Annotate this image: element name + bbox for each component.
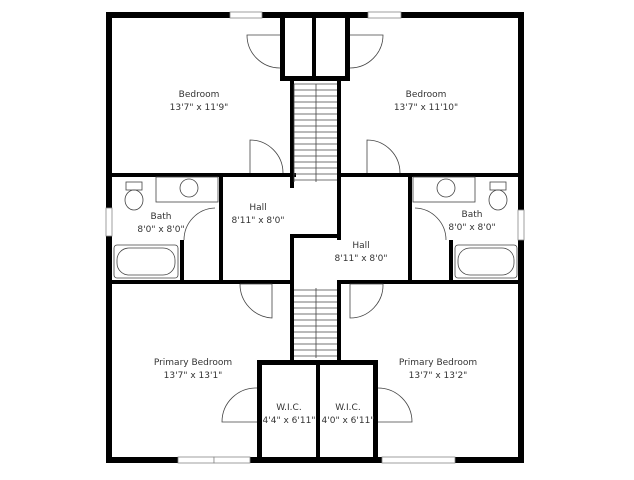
room-size: 13'7" x 13'2" (409, 371, 468, 381)
sink-counter (412, 176, 476, 203)
room-name: Primary Bedroom (399, 358, 477, 368)
sink-icon (179, 178, 199, 198)
room-size: 8'11" x 8'0" (232, 216, 285, 226)
room-name: Bedroom (179, 90, 220, 100)
doors (183, 34, 447, 423)
room-size: 8'0" x 8'0" (137, 225, 184, 235)
bathtub-icon (113, 244, 179, 279)
room-labels: Bedroom 13'7" x 11'9" Bedroom 13'7" x 11… (137, 90, 495, 426)
bathtub-icon (454, 244, 518, 279)
room-name: W.I.C. (276, 403, 301, 413)
room-size: 4'0" x 6'11" (322, 416, 375, 426)
room-size: 4'4" x 6'11" (263, 416, 316, 426)
walls (106, 12, 524, 463)
fixtures (113, 176, 518, 279)
toilet-icon (489, 181, 507, 191)
room-size: 8'11" x 8'0" (335, 254, 388, 264)
room-name: Hall (249, 203, 266, 213)
room-name: W.I.C. (335, 403, 360, 413)
room-name: Bath (151, 212, 172, 222)
stairs (293, 83, 337, 358)
room-name: Bath (462, 210, 483, 220)
room-size: 13'7" x 13'1" (164, 371, 223, 381)
room-name: Bedroom (406, 90, 447, 100)
room-size: 13'7" x 11'10" (394, 103, 458, 113)
room-name: Hall (352, 241, 369, 251)
toilet-icon (125, 181, 143, 191)
sink-icon (436, 178, 456, 198)
room-size: 8'0" x 8'0" (448, 223, 495, 233)
room-size: 13'7" x 11'9" (170, 103, 229, 113)
sink-counter (155, 176, 219, 203)
windows (105, 11, 525, 464)
room-name: Primary Bedroom (154, 358, 232, 368)
